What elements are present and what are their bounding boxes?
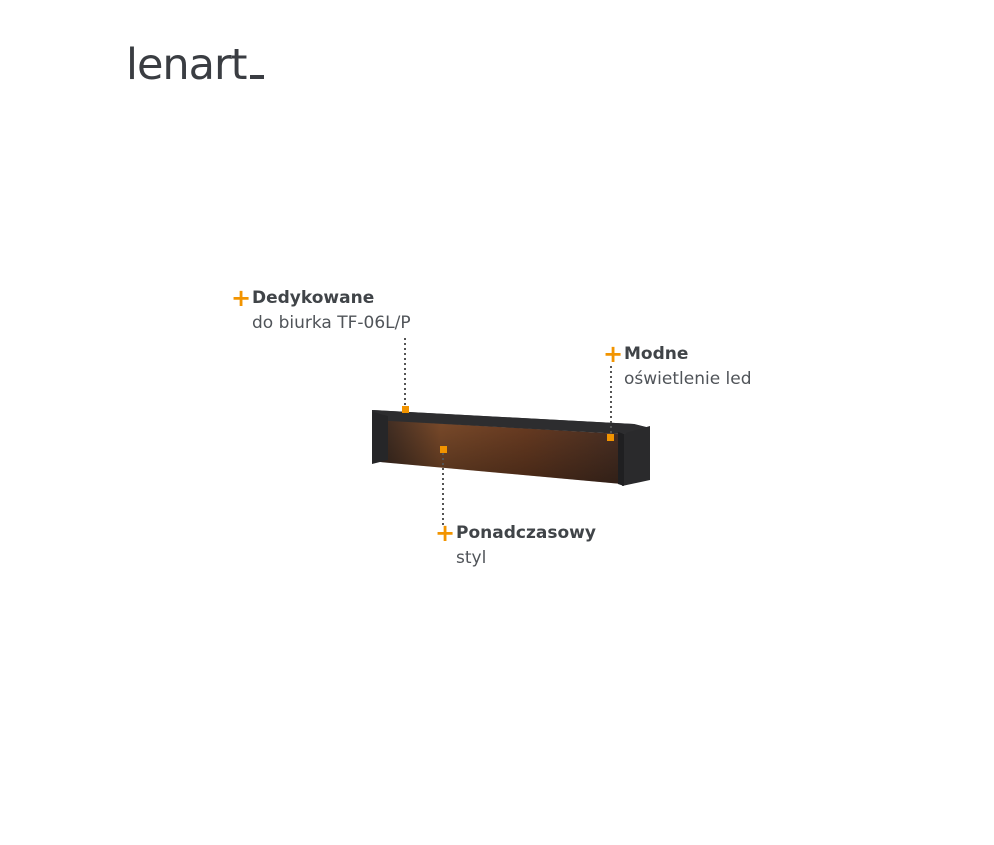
marker-ponadczasowy — [440, 446, 447, 453]
shelf-right-side — [622, 426, 650, 486]
plus-icon: + — [603, 340, 624, 368]
brand-logo: lenart — [126, 44, 264, 87]
callout-subtitle: styl — [456, 548, 487, 568]
shelf-right-edge — [618, 432, 624, 486]
marker-modne — [607, 434, 614, 441]
marker-dedykowane — [402, 406, 409, 413]
callout-title: Ponadczasowy — [456, 523, 596, 543]
callout-modne: + Modne oświetlenie led — [603, 340, 752, 389]
callout-subtitle: do biurka TF-06L/P — [252, 313, 411, 333]
callout-title: Dedykowane — [252, 288, 375, 308]
shelf-back-shadow — [380, 420, 622, 484]
callout-title: Modne — [624, 344, 689, 364]
callout-subtitle: oświetlenie led — [624, 369, 752, 389]
plus-icon: + — [435, 519, 456, 547]
logo-underscore-mark — [249, 75, 264, 79]
shelf-top-front — [372, 410, 650, 434]
callout-ponadczasowy: + Ponadczasowy styl — [435, 519, 596, 568]
plus-icon: + — [231, 284, 252, 312]
callout-dedykowane: + Dedykowane do biurka TF-06L/P — [231, 284, 411, 333]
shelf-left-face — [372, 412, 388, 464]
brand-logo-text: lenart — [126, 40, 248, 90]
